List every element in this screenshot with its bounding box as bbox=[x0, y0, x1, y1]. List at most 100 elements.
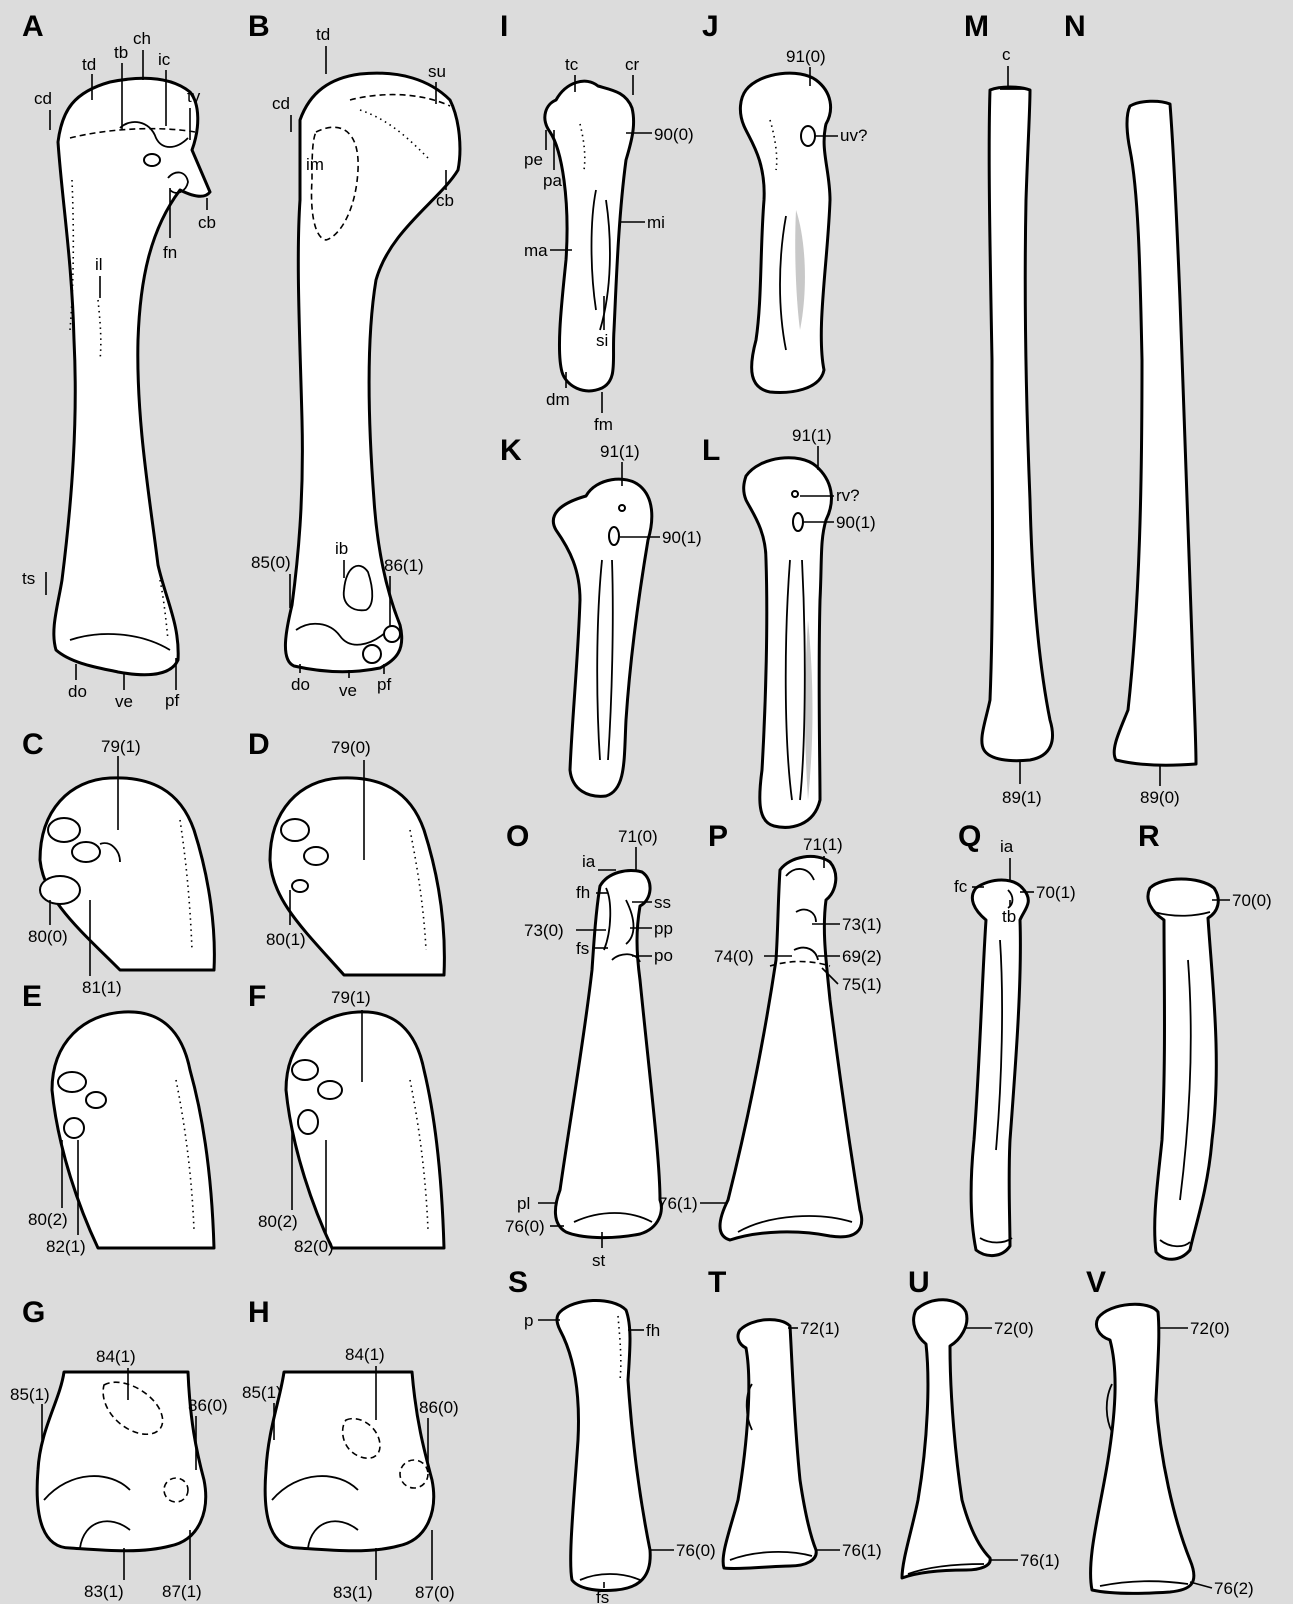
anatomical-label: fm bbox=[594, 415, 613, 434]
bone-detail bbox=[792, 491, 798, 497]
anatomical-label: il bbox=[95, 255, 103, 274]
anatomical-label: rv? bbox=[836, 486, 860, 505]
panel-k: K 91(1) 90(1) bbox=[500, 434, 702, 796]
panel-letter-d: D bbox=[248, 728, 270, 761]
anatomical-label: fh bbox=[646, 1321, 660, 1340]
bone-detail bbox=[363, 645, 381, 663]
bone-detail bbox=[48, 818, 80, 842]
panel-letter-s: S bbox=[508, 1266, 528, 1299]
anatomical-label: 79(0) bbox=[331, 738, 371, 757]
anatomical-label: 80(2) bbox=[28, 1210, 68, 1229]
bone-detail bbox=[58, 1072, 86, 1092]
bone-detail bbox=[86, 1092, 106, 1108]
anatomical-label: 79(1) bbox=[101, 737, 141, 756]
bone-detail bbox=[281, 819, 309, 841]
bone-detail bbox=[72, 842, 100, 862]
anatomical-label: 76(1) bbox=[842, 1541, 882, 1560]
humerus-a-outline bbox=[54, 78, 210, 674]
labels-r: 70(0) bbox=[1212, 891, 1272, 910]
anatomical-label: 73(0) bbox=[524, 921, 564, 940]
panel-letter-c: C bbox=[22, 728, 44, 761]
ulna-i-outline bbox=[545, 81, 634, 391]
panel-letter-h: H bbox=[248, 1296, 270, 1329]
anatomical-label: 91(0) bbox=[786, 47, 826, 66]
anatomical-label: 84(1) bbox=[345, 1345, 385, 1364]
anatomical-label: do bbox=[68, 682, 87, 701]
bone-s-outline bbox=[557, 1300, 650, 1590]
anatomical-label: pf bbox=[377, 675, 391, 694]
anatomical-label: im bbox=[306, 155, 324, 174]
anatomical-label: 86(1) bbox=[384, 556, 424, 575]
radius-n-outline bbox=[1114, 101, 1196, 765]
anatomical-label: uv? bbox=[840, 126, 867, 145]
panel-q: Q ia fc 70(1) tb bbox=[954, 820, 1076, 1256]
panel-letter-k: K bbox=[500, 434, 522, 467]
anatomical-label: fs bbox=[596, 1588, 609, 1604]
anatomical-label: 71(1) bbox=[803, 835, 843, 854]
anatomical-label: st bbox=[592, 1251, 606, 1270]
panel-letter-i: I bbox=[500, 10, 508, 43]
bone-detail bbox=[144, 154, 160, 166]
anatomical-label: ch bbox=[133, 29, 151, 48]
anatomical-label: p bbox=[524, 1311, 533, 1330]
anatomical-label: 80(0) bbox=[28, 927, 68, 946]
anatomical-label: ib bbox=[335, 539, 348, 558]
bone-detail bbox=[801, 126, 815, 146]
anatomical-label: 76(2) bbox=[1214, 1579, 1254, 1598]
leader-line bbox=[1190, 1582, 1212, 1588]
anatomical-label: 71(0) bbox=[618, 827, 658, 846]
anatomical-label: ia bbox=[582, 852, 596, 871]
panel-letter-o: O bbox=[506, 820, 529, 853]
anatomical-label: pp bbox=[654, 919, 673, 938]
anatomical-label: cd bbox=[272, 94, 290, 113]
bone-detail bbox=[304, 847, 328, 865]
panel-letter-f: F bbox=[248, 980, 266, 1013]
anatomical-label: pl bbox=[517, 1194, 530, 1213]
panel-v: V 72(0) 76(2) bbox=[1086, 1266, 1254, 1598]
anatomical-label: ve bbox=[339, 681, 357, 700]
anatomical-label: td bbox=[316, 25, 330, 44]
anatomical-label: 90(1) bbox=[836, 513, 876, 532]
anatomical-label: 69(2) bbox=[842, 947, 882, 966]
tarsometatarsus-r-outline bbox=[1148, 879, 1218, 1259]
anatomical-label: tv bbox=[187, 87, 201, 106]
anatomical-label: 72(1) bbox=[800, 1319, 840, 1338]
anatomical-label: ts bbox=[22, 569, 35, 588]
anatomical-label: 81(1) bbox=[82, 978, 122, 997]
anatomical-label: 72(0) bbox=[1190, 1319, 1230, 1338]
anatomical-label: c bbox=[1002, 45, 1011, 64]
ulna-k-outline bbox=[553, 479, 651, 796]
anatomical-label: 72(0) bbox=[994, 1319, 1034, 1338]
panel-letter-m: M bbox=[964, 10, 989, 43]
bone-v-outline bbox=[1091, 1304, 1194, 1593]
anatomical-label: 87(1) bbox=[162, 1582, 202, 1601]
bone-detail bbox=[40, 876, 80, 904]
anatomical-label: tb bbox=[1002, 907, 1016, 926]
anatomical-label: 91(1) bbox=[792, 426, 832, 445]
anatomical-label: 89(0) bbox=[1140, 788, 1180, 807]
anatomical-label: 87(0) bbox=[415, 1583, 455, 1602]
anatomical-label: 70(1) bbox=[1036, 883, 1076, 902]
bone-detail bbox=[609, 527, 619, 545]
anatomical-label: cd bbox=[34, 89, 52, 108]
anatomical-label: fn bbox=[163, 243, 177, 262]
anatomical-label: 83(1) bbox=[333, 1583, 373, 1602]
panel-l: L 91(1) rv? 90(1) bbox=[702, 426, 876, 827]
panel-j: J 91(0) uv? bbox=[702, 10, 867, 392]
anatomical-label: ic bbox=[158, 50, 171, 69]
anatomical-label: do bbox=[291, 675, 310, 694]
tarsometatarsus-q-outline bbox=[971, 880, 1028, 1256]
anatomical-label: po bbox=[654, 946, 673, 965]
panel-o: O 71(0) ia fh ss 73(0) pp fs po pl 76(0)… bbox=[505, 820, 673, 1270]
anatomical-label: fs bbox=[576, 939, 589, 958]
anatomical-label: 76(1) bbox=[658, 1194, 698, 1213]
tibiotarsus-o-outline bbox=[555, 871, 661, 1238]
panel-letter-a: A bbox=[22, 10, 44, 43]
bone-detail bbox=[292, 880, 308, 892]
anatomical-label: 76(0) bbox=[505, 1217, 545, 1236]
anatomical-label: 80(1) bbox=[266, 930, 306, 949]
anatomical-label: 86(0) bbox=[188, 1396, 228, 1415]
bone-detail bbox=[292, 1060, 318, 1080]
panel-letter-v: V bbox=[1086, 1266, 1106, 1299]
